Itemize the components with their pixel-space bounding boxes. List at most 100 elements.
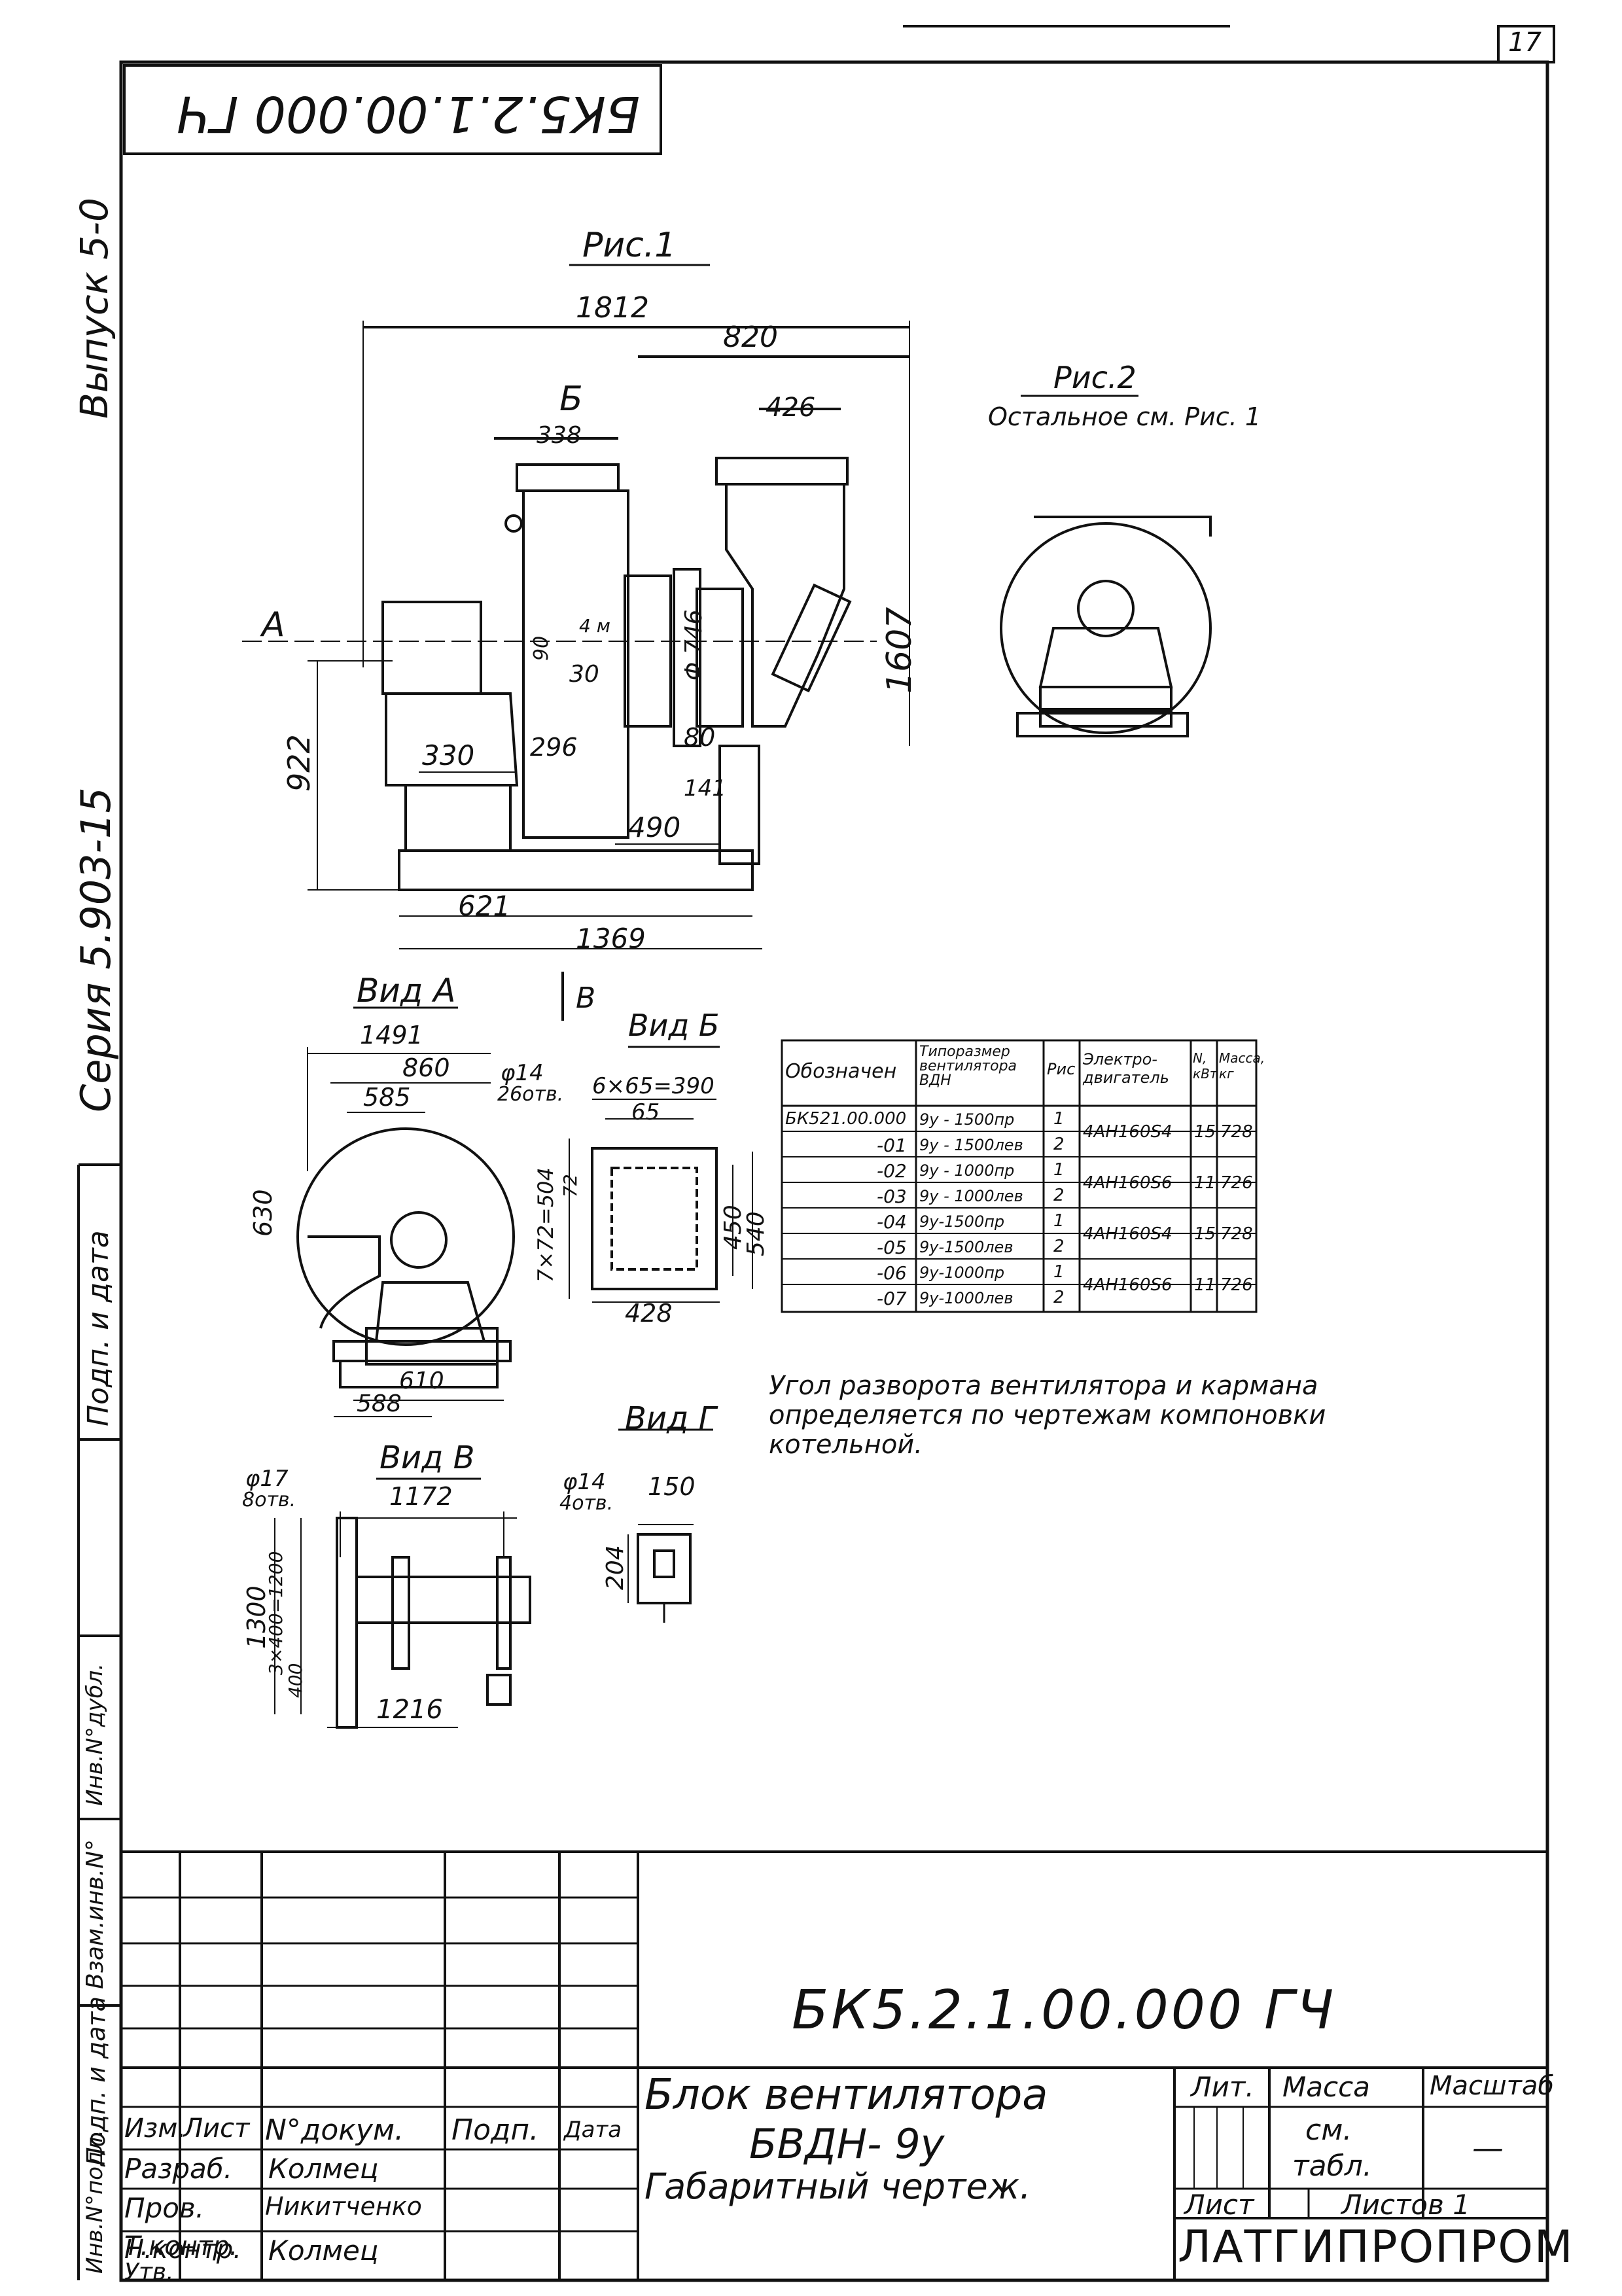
- role-razrab: Разраб.: [124, 2153, 233, 2185]
- fig1-dim-490: 490: [628, 811, 681, 843]
- view-g-drawing: [618, 1428, 713, 1623]
- page-number: 17: [1508, 27, 1542, 58]
- view-a-drawing: [296, 1006, 515, 1417]
- fig1-dim-296: 296: [530, 733, 578, 762]
- table-row-6-power: 11: [1194, 1275, 1216, 1295]
- view-v-dim-400: 400: [285, 1663, 306, 1698]
- table-header-fig: Рис: [1047, 1060, 1076, 1078]
- side-label-podp-data-2: Подп. и дата: [82, 1230, 115, 1426]
- organization-name: ЛАТГИПРОПРОМ: [1178, 2221, 1574, 2273]
- role-prov: Пров.: [124, 2192, 205, 2224]
- scale-value: —: [1472, 2130, 1504, 2166]
- table-row-2-fan: 9у - 1000пр: [919, 1161, 1015, 1180]
- view-a-dim-860: 860: [402, 1053, 450, 1082]
- fig1-dim-4m: 4 м: [579, 615, 610, 637]
- view-b6-dim-6x65: 6×65=390: [592, 1073, 714, 1099]
- mass-label: Масса: [1282, 2071, 1370, 2103]
- table-header-designation: Обозначен: [785, 1060, 897, 1083]
- table-row-2-mass: 726: [1220, 1173, 1253, 1193]
- table-row-0-fig: 1: [1053, 1109, 1065, 1129]
- table-row-4-fan: 9у-1500пр: [919, 1212, 1005, 1231]
- table-row-6-designation: -06: [877, 1262, 907, 1284]
- table-row-0-motor: 4АН160S4: [1083, 1122, 1172, 1142]
- view-b-marker: В: [576, 981, 596, 1015]
- table-row-3-fig: 2: [1053, 1186, 1065, 1205]
- table-row-6-fig: 1: [1053, 1262, 1065, 1282]
- view-b6-dim-26otv: 26отв.: [497, 1083, 564, 1106]
- side-label-inv-dubl: Инв.N°дубл.: [82, 1663, 108, 1806]
- view-b-drawing: [561, 972, 753, 1303]
- table-row-2-designation: -02: [877, 1160, 907, 1182]
- table-row-2-motor: 4АН160S6: [1083, 1173, 1172, 1193]
- mass-value-2: табл.: [1292, 2149, 1372, 2183]
- figure-1-drawing: [242, 264, 910, 949]
- table-header-mass: Масса, кг: [1219, 1050, 1265, 1082]
- spec-table-grid: [781, 1039, 1258, 1313]
- title-name-line2: БВДН- 9у: [749, 2120, 945, 2168]
- role-tkontr: Т.контр.: [124, 2231, 238, 2261]
- table-row-5-designation: -05: [877, 1237, 907, 1258]
- table-row-0-mass: 728: [1220, 1122, 1253, 1142]
- view-b6-dim-540: 540: [743, 1211, 769, 1256]
- fig1-title: Рис.1: [582, 226, 677, 265]
- top-stamp-box: [123, 64, 662, 155]
- table-row-0-designation: БК521.00.000: [785, 1109, 907, 1129]
- side-label-vzam-inv: Взам.инв.N°: [82, 1839, 109, 1989]
- view-v-dim-3x400: 3×400=1200: [265, 1551, 287, 1675]
- fig1-dim-30: 30: [569, 661, 599, 688]
- table-row-1-fig: 2: [1053, 1135, 1065, 1154]
- table-row-7-fig: 2: [1053, 1288, 1065, 1307]
- table-row-3-fan: 9у - 1000лев: [919, 1187, 1023, 1205]
- view-v-dim-8otv: 8отв.: [242, 1489, 296, 1511]
- fig1-dim-426: 426: [766, 393, 816, 423]
- col-header-ndokum: N°докум.: [265, 2113, 404, 2147]
- view-b6-dim-428: 428: [625, 1299, 673, 1328]
- table-row-6-fan: 9у-1000пр: [919, 1263, 1005, 1282]
- col-header-izm: Изм.: [124, 2113, 186, 2144]
- view-b6-dim-65: 65: [631, 1099, 660, 1125]
- role-nkontr-name: Колмец: [268, 2234, 379, 2267]
- role-utv: Утв.: [124, 2259, 174, 2286]
- role-prov-name: Никитченко: [265, 2192, 422, 2221]
- note-line-3: котельной.: [769, 1430, 923, 1460]
- table-header-power: N, кВт: [1193, 1050, 1218, 1082]
- side-label-podp-data: Подп. и дата: [82, 1996, 111, 2166]
- fig1-dim-338: 338: [537, 422, 582, 449]
- table-row-5-fig: 2: [1053, 1237, 1065, 1256]
- frame-border: [119, 60, 1549, 2282]
- view-v-drawing: [274, 1477, 531, 1729]
- col-header-data: Дата: [564, 2117, 622, 2143]
- view-v-dim-1216: 1216: [376, 1695, 443, 1725]
- fig1-label-a: А: [262, 605, 285, 645]
- fig1-dim-330: 330: [422, 739, 475, 771]
- series-label: Серия 5.903-15: [72, 787, 120, 1112]
- role-razrab-name: Колмец: [268, 2153, 379, 2185]
- table-row-5-fan: 9у-1500лев: [919, 1238, 1014, 1256]
- table-row-4-mass: 728: [1220, 1224, 1253, 1244]
- table-header-fan-size: Типоразмер вентилятора ВДН: [919, 1044, 1017, 1089]
- table-row-6-mass: 726: [1220, 1275, 1253, 1295]
- view-b6-dim-72: 72: [559, 1174, 581, 1197]
- figure-2-drawing: [1000, 395, 1212, 737]
- sheets-label: Листов 1: [1341, 2189, 1470, 2221]
- fig1-dim-1812: 1812: [576, 291, 649, 325]
- table-row-4-fig: 1: [1053, 1211, 1065, 1231]
- col-header-list: Лист: [183, 2113, 250, 2144]
- fig1-dim-phi746: Φ 746: [680, 609, 707, 681]
- fig1-label-b: Б: [559, 380, 583, 419]
- title-name-line3: Габаритный чертеж.: [644, 2166, 1031, 2207]
- view-g-title: Вид Г: [625, 1400, 716, 1437]
- view-a-dim-610: 610: [399, 1368, 444, 1394]
- fig1-dim-1369: 1369: [576, 923, 646, 955]
- table-row-3-designation: -03: [877, 1186, 907, 1207]
- page-number-box: [1497, 25, 1555, 63]
- table-row-4-designation: -04: [877, 1211, 907, 1233]
- table-row-6-motor: 4АН160S6: [1083, 1275, 1172, 1295]
- view-b6-dim-7x72: 7×72=504: [533, 1167, 558, 1282]
- title-designation: БК5.2.1.00.000 ГЧ: [792, 1979, 1337, 2041]
- table-header-motor: Электро-двигатель: [1083, 1050, 1169, 1087]
- note-line-2: определяется по чертежам компоновки: [769, 1400, 1326, 1430]
- sheet-label: Лист: [1184, 2189, 1254, 2221]
- mass-value-1: см.: [1305, 2113, 1352, 2147]
